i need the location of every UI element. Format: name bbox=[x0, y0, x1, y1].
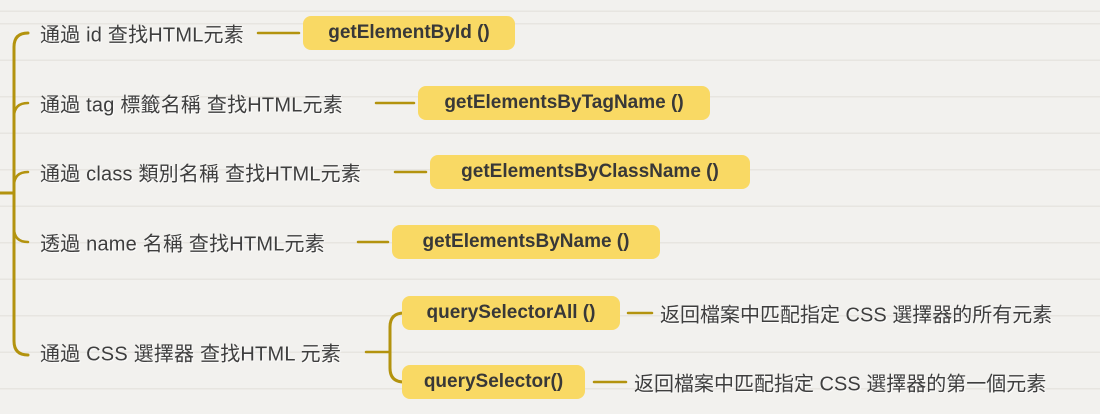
method-node-getelementsbyclassname[interactable]: getElementsByClassName () bbox=[430, 155, 750, 189]
branch-arc-class bbox=[12, 170, 30, 188]
method-node-queryselectorall[interactable]: querySelectorAll () bbox=[402, 296, 620, 330]
topic-label-id[interactable]: 通過 id 查找HTML元素 bbox=[40, 24, 244, 47]
topic-label-class[interactable]: 通過 class 類別名稱 查找HTML元素 bbox=[40, 163, 362, 186]
topic-label-css-selector[interactable]: 通過 CSS 選擇器 查找HTML 元素 bbox=[40, 343, 342, 366]
branch-arc-name bbox=[12, 226, 30, 244]
method-node-queryselector[interactable]: querySelector() bbox=[402, 365, 585, 399]
topic-label-tag[interactable]: 通過 tag 標籤名稱 查找HTML元素 bbox=[40, 94, 343, 117]
description-queryselector[interactable]: 返回檔案中匹配指定 CSS 選擇器的第一個元素 bbox=[634, 373, 1047, 396]
description-queryselectorall[interactable]: 返回檔案中匹配指定 CSS 選擇器的所有元素 bbox=[660, 304, 1053, 327]
topic-label-name[interactable]: 透過 name 名稱 查找HTML元素 bbox=[40, 233, 325, 256]
method-node-getelementsbyname[interactable]: getElementsByName () bbox=[392, 225, 660, 259]
branch-arc-tag bbox=[12, 101, 30, 119]
method-node-getelementsbytagname[interactable]: getElementsByTagName () bbox=[418, 86, 710, 120]
main-spine-line bbox=[12, 31, 30, 357]
method-node-getelementbyid[interactable]: getElementById () bbox=[303, 16, 515, 50]
